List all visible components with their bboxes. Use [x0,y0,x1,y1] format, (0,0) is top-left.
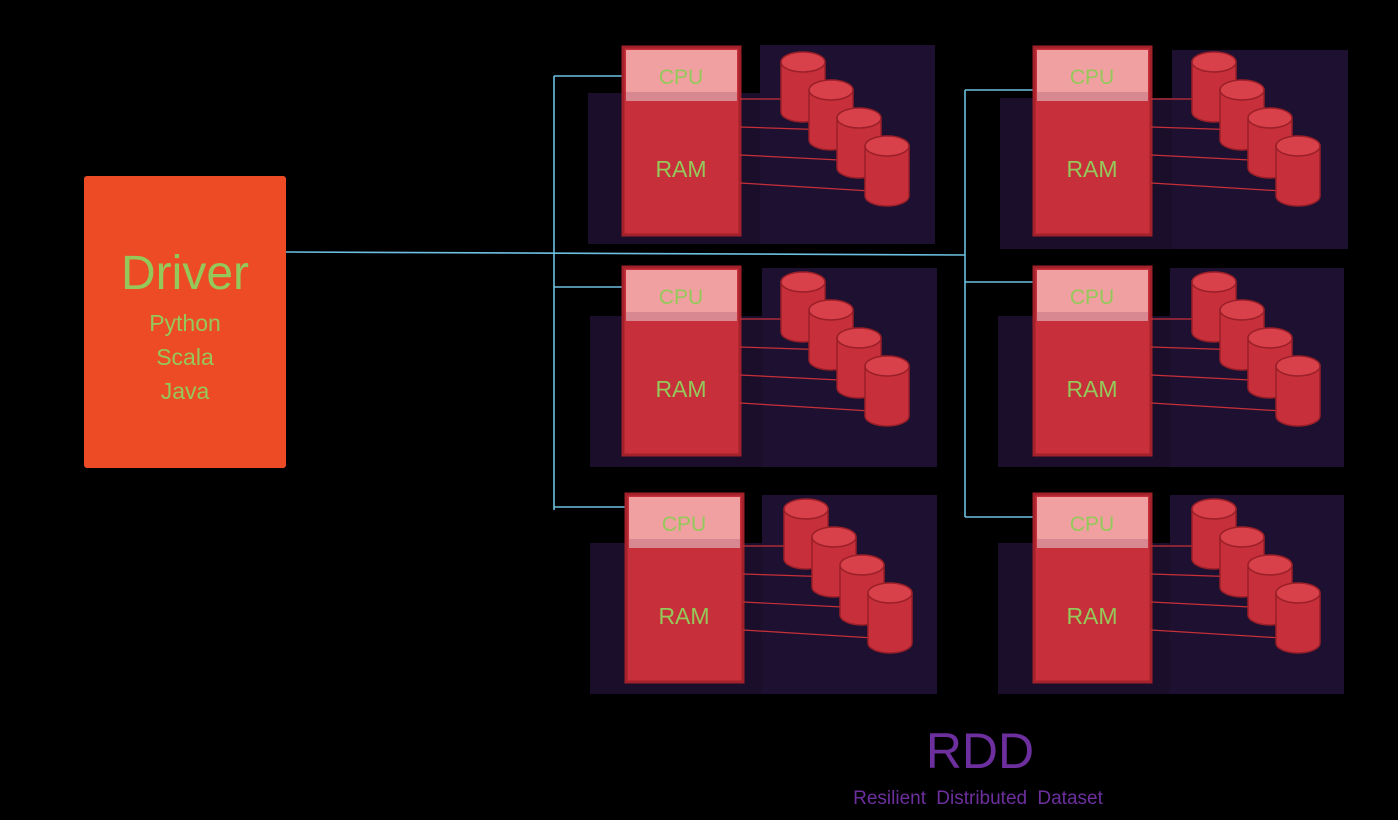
partition-cylinder-icon [864,135,910,207]
cpu-label: CPU [1070,286,1114,309]
partition-cylinder-icon [836,107,882,179]
ram-label: RAM [655,376,706,402]
worker-node: CPU RAM [998,492,1344,694]
cpu-block [1037,50,1148,94]
partition-cylinder-icon [1275,582,1321,654]
partition-link [1150,629,1299,640]
partition-link [1150,182,1299,193]
rdd-subtitle: Resilient Distributed Dataset [853,788,1103,809]
partition-link [739,402,888,413]
partition-cylinder-icon [864,355,910,427]
ram-label: RAM [658,603,709,629]
ram-label: RAM [1066,603,1117,629]
cpu-divider [629,539,740,548]
ram-label: RAM [1066,376,1117,402]
cpu-label: CPU [1070,66,1114,89]
partition-link [1150,402,1299,413]
worker-nodes: CPU RAM CPU RAM CPU RAM CPU RAM CPU RAM CPU RAM [588,45,1348,694]
cpu-label: CPU [1070,513,1114,536]
worker-node: CPU RAM [998,265,1344,467]
cpu-block [626,270,737,314]
worker-node: CPU RAM [590,265,937,467]
cpu-divider [1037,312,1148,321]
worker-node: CPU RAM [590,492,937,694]
cpu-divider [1037,539,1148,548]
ram-label: RAM [1066,156,1117,182]
cpu-block [1037,270,1148,314]
partition-cylinder-icon [867,582,913,654]
cpu-label: CPU [662,513,706,536]
driver-node: Driver Python Scala Java [84,176,286,468]
cpu-label: CPU [659,66,703,89]
partition-cylinder-icon [1275,355,1321,427]
cpu-block [629,497,740,541]
partition-cylinder-icon [1275,135,1321,207]
rdd-title: RDD [925,723,1035,779]
cpu-label: CPU [659,286,703,309]
cpu-divider [626,312,737,321]
worker-node: CPU RAM [1000,45,1348,249]
connector-line [285,251,966,256]
driver-language-python: Python [149,310,221,336]
partition-link [739,182,888,193]
cpu-block [626,50,737,94]
cpu-divider [626,92,737,101]
driver-language-scala: Scala [156,344,214,370]
network-connectors [285,75,1034,518]
worker-node: CPU RAM [588,45,935,244]
driver-language-java: Java [160,378,210,404]
ram-label: RAM [655,156,706,182]
cpu-block [1037,497,1148,541]
partition-link [742,629,891,640]
driver-title: Driver [121,247,249,300]
cpu-divider [1037,92,1148,101]
